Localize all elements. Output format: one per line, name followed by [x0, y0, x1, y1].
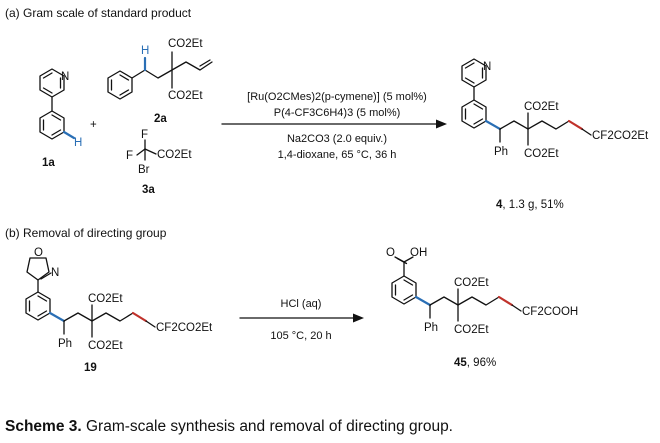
compound-1a-structure — [39, 68, 76, 140]
compound-2a-label: 2a — [154, 113, 167, 125]
product-4-ester-bottom: CO2Et — [524, 148, 559, 160]
reaction-arrow-a — [221, 119, 447, 129]
compound-19-ester-top: CO2Et — [88, 293, 123, 305]
compound-19-phenyl: Ph — [58, 338, 72, 350]
compound-19-tail: CF2CO2Et — [156, 322, 213, 334]
compound-19-nitrogen: N — [51, 267, 59, 279]
section-b-heading: (b) Removal of directing group — [5, 226, 167, 240]
product-4-nitrogen: N — [483, 61, 491, 73]
compound-19-structure — [25, 257, 156, 338]
product-45-label: 45 — [454, 357, 467, 369]
product-45-structure — [391, 256, 522, 322]
compound-3a-structure — [136, 139, 157, 161]
compound-19-ester-bottom: CO2Et — [88, 340, 123, 352]
conditions-a-solvent: 1,4-dioxane, 65 °C, 36 h — [278, 149, 397, 161]
compound-1a-nitrogen: N — [61, 71, 69, 83]
product-45-yield-value: , 96% — [467, 357, 496, 369]
compound-3a-fluorine-left: F — [126, 150, 133, 162]
plus-sign: + — [90, 119, 97, 131]
compound-2a-structure — [107, 51, 213, 100]
scheme-caption: Scheme 3. Gram-scale synthesis and remov… — [5, 418, 453, 435]
compound-3a-ester: CO2Et — [157, 149, 192, 161]
compound-1a-label: 1a — [42, 157, 55, 169]
conditions-a-base: Na2CO3 (2.0 equiv.) — [287, 133, 387, 145]
compound-19-oxygen: O — [34, 247, 43, 259]
product-4-tail: CF2CO2Et — [592, 130, 649, 142]
product-4-structure — [461, 58, 592, 146]
product-4-phenyl: Ph — [494, 146, 508, 158]
compound-2a-hydrogen: H — [141, 45, 149, 57]
compound-3a-fluorine-top: F — [141, 129, 148, 141]
compound-3a-label: 3a — [142, 184, 155, 196]
scheme-caption-label: Scheme 3. — [5, 418, 82, 435]
product-45-phenyl: Ph — [424, 322, 438, 334]
product-45-ester-bottom: CO2Et — [454, 324, 489, 336]
conditions-b-temperature: 105 °C, 20 h — [270, 330, 331, 342]
product-45-ester-top: CO2Et — [454, 277, 489, 289]
product-45-carbonyl-oxygen: O — [386, 247, 395, 259]
compound-2a-ester-top: CO2Et — [168, 38, 203, 50]
product-45-hydroxyl: OH — [410, 247, 427, 259]
conditions-a-catalyst: [Ru(O2CMes)2(p-cymene)] (5 mol%) — [247, 91, 427, 103]
compound-1a-hydrogen: H — [74, 137, 82, 149]
compound-19-label: 19 — [84, 362, 97, 374]
conditions-b-reagent: HCl (aq) — [281, 298, 322, 310]
product-4-ester-top: CO2Et — [524, 101, 559, 113]
product-4-yield: 4, 1.3 g, 51% — [496, 199, 564, 211]
compound-2a-ester-bottom: CO2Et — [168, 90, 203, 102]
product-4-yield-value: , 1.3 g, 51% — [502, 199, 563, 211]
scheme-caption-text: Gram-scale synthesis and removal of dire… — [82, 418, 453, 435]
reaction-arrow-b — [239, 313, 364, 323]
conditions-a-ligand: P(4-CF3C6H4)3 (5 mol%) — [274, 107, 401, 119]
product-45-yield: 45, 96% — [454, 357, 496, 369]
product-45-tail: CF2COOH — [522, 306, 578, 318]
product-4-label: 4 — [496, 199, 503, 211]
section-a-heading: (a) Gram scale of standard product — [5, 6, 192, 20]
compound-3a-bromine: Br — [138, 164, 150, 176]
